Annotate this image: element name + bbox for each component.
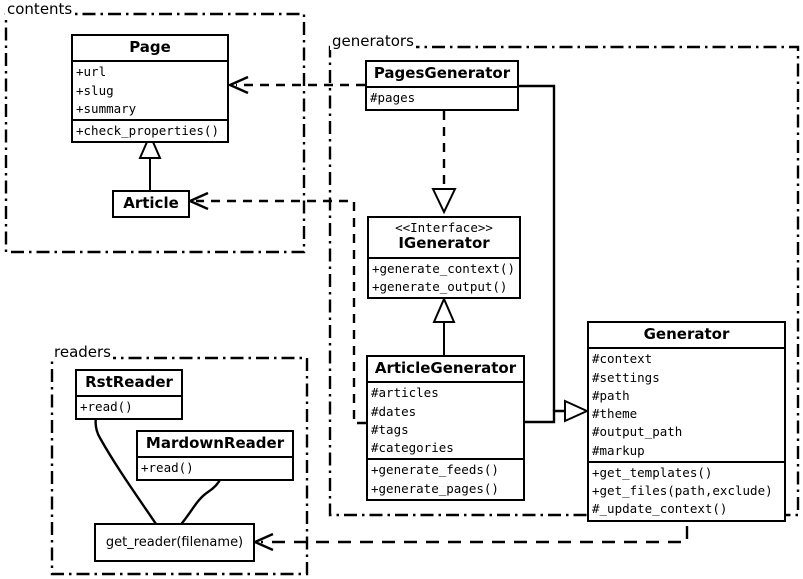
attribute: +summary <box>76 100 137 116</box>
attribute: #markup <box>592 442 645 458</box>
function-box-get-reader[interactable]: get_reader(filename) <box>94 523 255 562</box>
relation-article-generalizes-page <box>138 132 162 190</box>
attribute: #dates <box>371 403 417 419</box>
class-operations-mardownreader: +read() <box>138 456 292 478</box>
class-name-rstreader: RstReader <box>85 373 173 391</box>
class-box-page[interactable]: Page +url +slug +summary +check_properti… <box>71 34 229 144</box>
package-label-readers: readers <box>52 343 113 361</box>
attribute: #categories <box>371 440 454 455</box>
operation: +generate_feeds() <box>371 462 499 478</box>
attribute: #path <box>592 387 630 403</box>
class-operations-rstreader: +read() <box>77 395 181 417</box>
relation-articlegenerator-generalizes-igenerator <box>432 296 456 355</box>
attribute: #context <box>592 351 653 367</box>
operation: +get_templates() <box>592 464 713 480</box>
attribute: #theme <box>592 406 638 421</box>
class-attributes-generator: #context #settings #path #theme #output_… <box>589 347 784 461</box>
class-name-article: Article <box>123 194 179 212</box>
operation: +read() <box>80 399 133 415</box>
attribute: #output_path <box>592 424 683 440</box>
attribute: #settings <box>592 369 660 385</box>
class-attributes-pagesgenerator: #pages <box>367 86 517 108</box>
function-label-get-reader: get_reader(filename) <box>105 535 244 550</box>
relation-pagesgenerator-depends-page <box>227 75 365 95</box>
relation-pagesgenerator-realizes-igenerator <box>431 111 457 215</box>
class-box-generator[interactable]: Generator #context #settings #path #them… <box>587 321 786 522</box>
attribute: +url <box>76 64 107 80</box>
class-box-rstreader[interactable]: RstReader +read() <box>75 369 183 420</box>
class-name-igenerator: IGenerator <box>398 234 490 253</box>
operation: +check_properties() <box>76 123 219 138</box>
operation: +generate_pages() <box>371 480 499 496</box>
class-name-mardownreader: MardownReader <box>145 434 285 452</box>
attribute: #pages <box>370 90 416 106</box>
class-stereotype-igenerator: <<Interface>> <box>395 220 493 235</box>
class-operations-generator: +get_templates() +get_files(path,exclude… <box>589 460 784 520</box>
class-operations-page: +check_properties() <box>73 119 227 141</box>
package-label-contents: contents <box>5 0 75 18</box>
operation: +get_files(path,exclude) <box>592 483 773 498</box>
class-name-articlegenerator: ArticleGenerator <box>374 359 517 377</box>
attribute: #articles <box>371 385 439 401</box>
operation: +generate_context() <box>372 260 515 276</box>
class-attributes-page: +url +slug +summary <box>73 60 227 119</box>
attribute: +slug <box>76 82 114 98</box>
class-box-mardownreader[interactable]: MardownReader +read() <box>136 430 294 481</box>
class-name-pagesgenerator: PagesGenerator <box>373 64 511 82</box>
attribute: #tags <box>371 421 409 437</box>
class-name-generator: Generator <box>643 325 730 343</box>
class-operations-igenerator: +generate_context() +generate_output() <box>369 256 519 298</box>
operation: +generate_output() <box>372 278 508 294</box>
class-box-pagesgenerator[interactable]: PagesGenerator #pages <box>365 60 519 111</box>
package-label-generators: generators <box>330 32 416 50</box>
class-operations-articlegenerator: +generate_feeds() +generate_pages() <box>368 458 523 499</box>
class-box-article[interactable]: Article <box>112 190 190 219</box>
relation-articlegenerator-depends-article <box>187 191 366 425</box>
operation: #_update_context() <box>592 501 728 517</box>
class-name-page: Page <box>129 38 171 56</box>
relation-generators-to-generator <box>519 84 590 424</box>
class-box-igenerator[interactable]: <<Interface>> IGenerator +generate_conte… <box>367 216 521 300</box>
operation: +read() <box>141 460 194 476</box>
class-attributes-articlegenerator: #articles #dates #tags #categories <box>368 381 523 458</box>
class-box-articlegenerator[interactable]: ArticleGenerator #articles #dates #tags … <box>366 355 525 501</box>
